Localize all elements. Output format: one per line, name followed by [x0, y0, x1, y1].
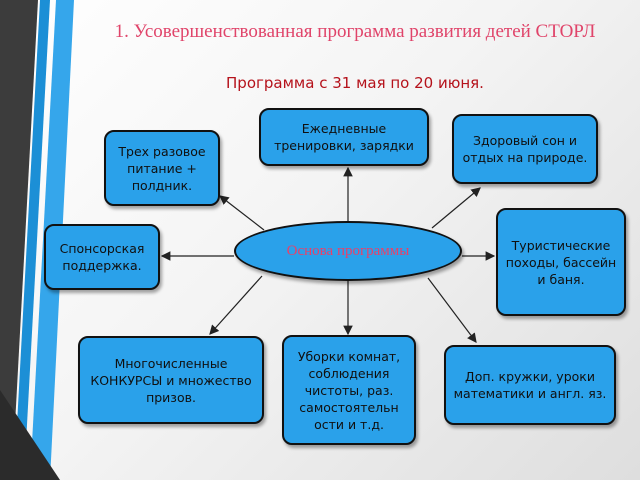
node-hiking: Туристические походы, бассейн и баня. — [496, 208, 626, 316]
node-sponsor: Спонсорская поддержка. — [44, 224, 160, 290]
slide-subtitle: Программа с 31 мая по 20 июня. — [226, 74, 484, 92]
node-clubs: Доп. кружки, уроки математики и англ. яз… — [444, 345, 616, 425]
center-label: Основа программы — [286, 242, 410, 259]
center-ellipse: Основа программы — [234, 221, 462, 281]
arrow-to-sleep — [431, 187, 481, 229]
node-sleep: Здоровый сон и отдых на природе. — [452, 114, 598, 184]
arrow-to-contests — [209, 275, 263, 335]
node-contests: Многочисленные КОНКУРСЫ и множество приз… — [78, 336, 264, 424]
node-training: Ежедневные тренировки, зарядки — [259, 108, 429, 166]
slide-title: 1. Усовершенствованная программа развити… — [114, 21, 596, 42]
arrow-to-clubs — [427, 277, 477, 343]
node-cleaning: Уборки комнат, соблюдения чистоты, раз. … — [282, 335, 416, 445]
arrow-to-meals — [219, 195, 265, 231]
node-meals: Трех разовое питание + полдник. — [104, 130, 220, 206]
